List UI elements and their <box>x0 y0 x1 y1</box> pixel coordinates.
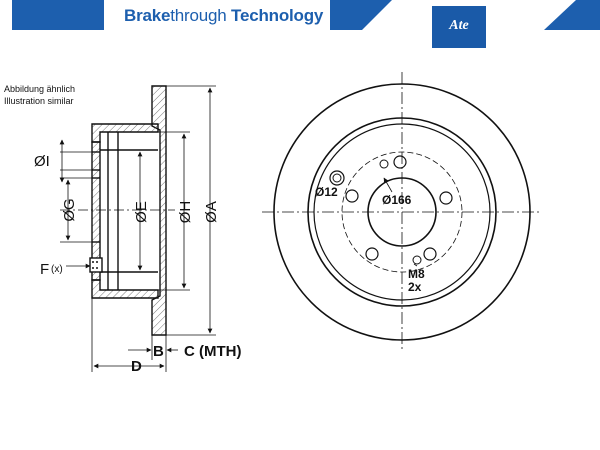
dim-label-D: D <box>131 358 142 375</box>
dim-label-B: B <box>153 343 164 360</box>
bolt-hole <box>345 189 359 203</box>
brand-title-tail: Technology <box>226 6 324 25</box>
brand-title-light: through <box>170 6 227 25</box>
dim-label-H: ØH <box>177 201 194 224</box>
hub-face-section <box>91 141 101 281</box>
hat-top-section <box>91 123 159 143</box>
brand-title: Brakethrough Technology <box>124 6 323 26</box>
thread-hole <box>412 255 422 265</box>
note-german: Abbildung ähnlich <box>4 84 76 94</box>
dim-label-A: ØA <box>203 201 220 223</box>
front-view <box>262 72 542 352</box>
ate-logo-text: Ate <box>449 18 469 33</box>
header-left-block <box>12 0 104 30</box>
thread-hole <box>379 159 389 169</box>
thread-count-label: 2x <box>408 280 422 294</box>
center-bore-label: Ø166 <box>382 193 412 207</box>
thread-label: M8 <box>408 267 425 281</box>
header-banner: Brakethrough Technology <box>0 0 600 34</box>
dim-label-F: F <box>40 261 49 278</box>
dim-label-F-sub: (x) <box>51 264 63 275</box>
pilot-hole <box>329 170 345 186</box>
dim-label-G: ØG <box>61 198 78 221</box>
dim-label-C: C (MTH) <box>184 343 241 360</box>
hat-bottom-section <box>91 279 159 299</box>
pilot-hole-inner <box>332 173 342 183</box>
pilot-hole-label: Ø12 <box>315 185 338 199</box>
brand-title-bold: Brake <box>124 6 171 25</box>
header-right-block <box>330 0 392 30</box>
bolt-hole <box>365 247 379 261</box>
bolt-hole <box>439 191 453 205</box>
bolt-hole <box>423 247 437 261</box>
note-english: Illustration similar <box>4 96 74 106</box>
header-bar-graphic <box>12 0 600 30</box>
bolt-hole <box>393 155 407 169</box>
dim-label-I: ØI <box>34 153 50 170</box>
dim-label-E: ØE <box>133 201 150 223</box>
header-corner-block <box>544 0 600 30</box>
ate-logo: Ate <box>432 6 486 48</box>
side-view <box>59 85 216 372</box>
